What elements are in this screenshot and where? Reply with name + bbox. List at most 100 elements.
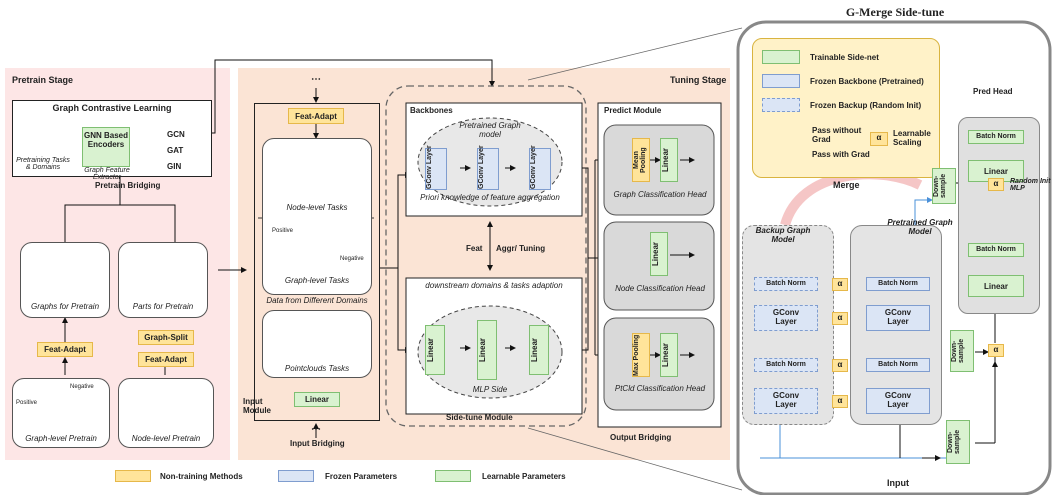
feat-label: Feat bbox=[466, 244, 483, 253]
gcn-label: GCN bbox=[167, 130, 185, 139]
graphs-for-pretrain-box bbox=[20, 242, 110, 318]
gnn-encoders: GNN Based Encoders bbox=[82, 127, 130, 167]
ptcld-head-label: PtCld Classification Head bbox=[614, 384, 706, 393]
pretrain-tasks-domains: Pretraining Tasks & Domains bbox=[16, 157, 70, 171]
tuning-stage-label: Tuning Stage bbox=[670, 75, 727, 85]
mlp-batchnorm-bottom: Batch Norm bbox=[968, 243, 1024, 257]
feat-adapt-left: Feat-Adapt bbox=[37, 342, 93, 357]
negative-label-tuning: Negative bbox=[340, 256, 364, 262]
gmerge-learnable-scaling: Learnable Scaling bbox=[893, 129, 931, 147]
pointcloud-box bbox=[262, 310, 372, 378]
gcl-title: Graph Contrastive Learning bbox=[52, 103, 172, 113]
backup-gconv-1: GConv Layer bbox=[754, 305, 818, 331]
pretrained-model-label: Pretrained Graph model bbox=[459, 121, 521, 139]
node-level-pretrain-box bbox=[118, 378, 214, 448]
downsample-bottom: Down-sample bbox=[946, 420, 970, 464]
graph-feature-extractor: Graph Feature Extractor bbox=[84, 167, 130, 181]
parts-for-pretrain-box bbox=[118, 242, 208, 318]
downsample-top: Down-sample bbox=[932, 168, 956, 204]
positive-label-pretrain: Positive bbox=[16, 400, 38, 406]
gmerge-backup-label: Frozen Backup (Random Init) bbox=[810, 101, 922, 110]
gmerge-trainable-label: Trainable Side-net bbox=[810, 53, 879, 62]
alpha-4: α bbox=[832, 395, 848, 408]
legend-learnable: Learnable Parameters bbox=[482, 472, 566, 481]
gmerge-pass-with-label: Pass with Grad bbox=[812, 150, 870, 159]
max-pooling: Max Pooling bbox=[632, 333, 650, 377]
gmerge-title: G-Merge Side-tune bbox=[845, 5, 945, 19]
output-bridging-label: Output Bridging bbox=[610, 433, 672, 442]
random-mlp-label: Random Init MLP bbox=[1010, 178, 1051, 192]
graph-level-pretrain-box bbox=[12, 378, 110, 448]
mlp-linear-bottom: Linear bbox=[968, 275, 1024, 297]
gmerge-pass-without-label: Pass without Grad bbox=[812, 126, 862, 144]
legend-non-training: Non-training Methods bbox=[160, 472, 243, 481]
side-linear-2: Linear bbox=[477, 320, 497, 380]
backbone-gconv-3: GConv Layer bbox=[529, 145, 551, 190]
gmerge-backup-swatch bbox=[762, 98, 800, 112]
pretrained-batchnorm-2: Batch Norm bbox=[866, 358, 930, 372]
feat-adapt-right: Feat-Adapt bbox=[138, 352, 194, 367]
gmerge-input-label: Input bbox=[887, 478, 909, 488]
backbones-label: Backbones bbox=[410, 106, 453, 115]
mlp-side-label: MLP Side bbox=[472, 385, 508, 394]
gmerge-trainable-swatch bbox=[762, 50, 800, 64]
node-head-linear: Linear bbox=[650, 232, 668, 276]
backup-batchnorm-2: Batch Norm bbox=[754, 358, 818, 372]
input-linear: Linear bbox=[294, 392, 340, 407]
backup-gconv-2: GConv Layer bbox=[754, 388, 818, 414]
pretrain-bridging-label: Pretrain Bridging bbox=[95, 181, 161, 190]
pretrained-batchnorm-1: Batch Norm bbox=[866, 277, 930, 291]
node-level-pretrain-label: Node-level Pretrain bbox=[131, 434, 201, 443]
gin-label: GIN bbox=[167, 162, 182, 171]
graph-level-pretrain-label: Graph-level Pretrain bbox=[25, 434, 97, 443]
graph-head-label: Graph Classification Head bbox=[613, 190, 707, 199]
gmerge-frozen-swatch bbox=[762, 74, 800, 88]
node-head-label: Node Classification Head bbox=[615, 284, 705, 293]
mean-pooling: Mean Pooling bbox=[632, 138, 650, 182]
pretrained-gconv-1: GConv Layer bbox=[866, 305, 930, 331]
alpha-output: α bbox=[988, 344, 1004, 357]
top-dots: ⋯ bbox=[311, 74, 321, 85]
legend-non-training-swatch bbox=[115, 470, 151, 482]
negative-label-pretrain: Negative bbox=[70, 384, 94, 390]
pred-head-label: Pred Head bbox=[973, 87, 1013, 96]
pointcloud-label: Pointclouds Tasks bbox=[284, 364, 350, 373]
priori-label: Priori knowledge of feature aggregation bbox=[420, 193, 560, 202]
backbone-gconv-1: GConv Layer bbox=[425, 145, 447, 190]
bottom-dots: ⋯ bbox=[311, 424, 321, 435]
backup-model-label: Backup Graph Model bbox=[755, 226, 811, 244]
alpha-1: α bbox=[832, 278, 848, 291]
node-tasks-label: Node-level Tasks bbox=[286, 203, 348, 212]
ptcld-head-linear: Linear bbox=[660, 333, 678, 377]
legend-frozen: Frozen Parameters bbox=[325, 472, 398, 481]
input-bridging-label: Input Bridging bbox=[290, 439, 345, 448]
downstream-label: downstream domains & tasks adaption bbox=[425, 281, 563, 290]
graphs-for-pretrain-label: Graphs for Pretrain bbox=[30, 302, 100, 311]
data-domains-label: Data from Different Domains bbox=[266, 296, 368, 305]
side-linear-1: Linear bbox=[425, 325, 445, 375]
side-linear-3: Linear bbox=[529, 325, 549, 375]
alpha-2: α bbox=[832, 312, 848, 325]
parts-for-pretrain-label: Parts for Pretrain bbox=[132, 302, 194, 311]
sidetune-module-label: Side-tune Module bbox=[446, 413, 513, 422]
pretrain-stage-label: Pretrain Stage bbox=[12, 75, 74, 85]
tuning-feat-adapt: Feat-Adapt bbox=[288, 108, 344, 124]
backbone-gconv-2: GConv Layer bbox=[477, 145, 499, 190]
gmerge-alpha-legend: α bbox=[870, 132, 888, 146]
legend-learnable-swatch bbox=[435, 470, 471, 482]
gat-label: GAT bbox=[167, 146, 184, 155]
graph-split: Graph-Split bbox=[138, 330, 194, 345]
input-module-label: Input Module bbox=[243, 397, 271, 415]
gmerge-pretrained-label: Pretrained Graph Model bbox=[887, 218, 953, 236]
backup-batchnorm-1: Batch Norm bbox=[754, 277, 818, 291]
alpha-3: α bbox=[832, 359, 848, 372]
graph-head-linear: Linear bbox=[660, 138, 678, 182]
input-module-box bbox=[254, 103, 380, 421]
gmerge-frozen-label: Frozen Backbone (Pretrained) bbox=[810, 77, 924, 86]
legend-frozen-swatch bbox=[278, 470, 314, 482]
downsample-mid: Down-sample bbox=[950, 330, 974, 372]
graph-tasks-label: Graph-level Tasks bbox=[284, 276, 350, 285]
aggr-label: Aggr/ Tuning bbox=[496, 244, 546, 253]
pretrained-gconv-2: GConv Layer bbox=[866, 388, 930, 414]
predict-module-label: Predict Module bbox=[604, 106, 662, 115]
